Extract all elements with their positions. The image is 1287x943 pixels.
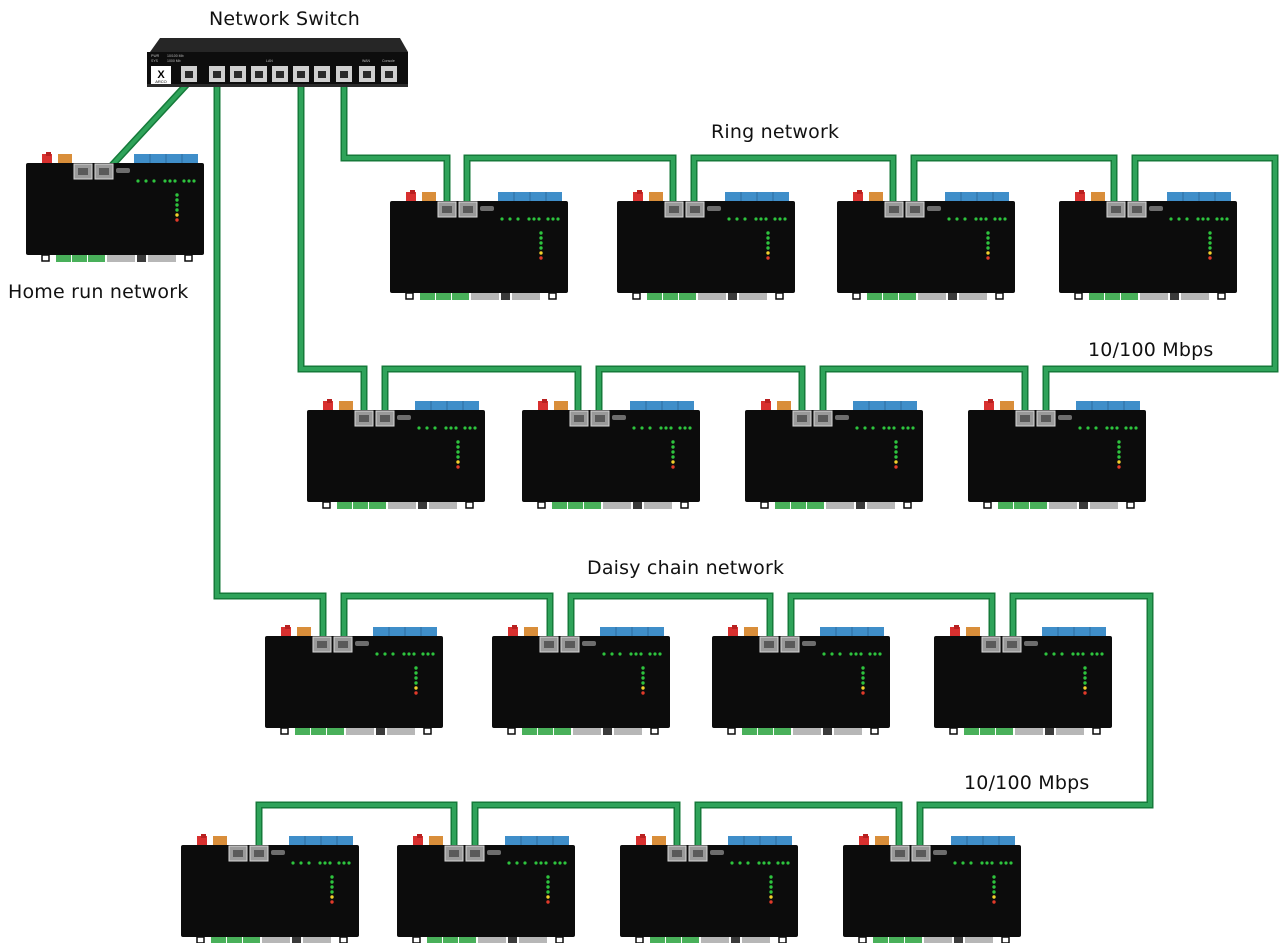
switch-logo-sub: ARCO — [155, 79, 167, 84]
controller-daisy-top-2 — [491, 624, 671, 736]
home-run-controllers — [25, 151, 205, 263]
daisy-chain-network-label: Daisy chain network — [587, 557, 785, 579]
home-run-network-label: Home run network — [8, 281, 189, 303]
controller-ring-mid-2 — [521, 398, 701, 510]
controller-ring-mid-3 — [744, 398, 924, 510]
switch-label-sys: SYS — [151, 59, 159, 63]
controller-daisy-bottom-2 — [396, 833, 576, 943]
network-switch: X ARCO PWR SYS 10/100 Mb 1000 Mb LAN WAN… — [147, 38, 408, 87]
controller-home-run — [25, 151, 205, 263]
switch-label-wan: WAN — [362, 59, 371, 63]
controller-daisy-top-4 — [933, 624, 1113, 736]
controller-ring-top-4 — [1058, 189, 1238, 301]
controller-daisy-top-3 — [711, 624, 891, 736]
controller-daisy-bottom-1 — [180, 833, 360, 943]
cables — [109, 77, 1279, 851]
ring-speed-label: 10/100 Mbps — [1088, 339, 1214, 361]
ring-network-label: Ring network — [711, 121, 840, 143]
controller-ring-top-3 — [836, 189, 1016, 301]
switch-logo — [151, 66, 171, 84]
switch-label-speed-a: 10/100 Mb — [167, 54, 184, 58]
controller-daisy-top-1 — [264, 624, 444, 736]
controller-ring-top-2 — [616, 189, 796, 301]
controller-daisy-bottom-3 — [619, 833, 799, 943]
switch-label-lan: LAN — [266, 59, 273, 63]
cable-core — [111, 79, 1277, 849]
controller-ring-top-1 — [389, 189, 569, 301]
controller-daisy-bottom-4 — [842, 833, 1022, 943]
switch-label-console: Console — [382, 59, 395, 63]
switch-label-speed-b: 1000 Mb — [167, 59, 181, 63]
switch-port-labels: PWR SYS 10/100 Mb 1000 Mb LAN WAN Consol… — [151, 54, 395, 63]
switch-logo-text: X — [157, 69, 165, 81]
switch-label-pwr: PWR — [151, 54, 160, 58]
controller-ring-mid-1 — [306, 398, 486, 510]
controller-ring-mid-4 — [967, 398, 1147, 510]
daisy-speed-label: 10/100 Mbps — [964, 772, 1090, 794]
network-switch-label: Network Switch — [209, 8, 360, 30]
